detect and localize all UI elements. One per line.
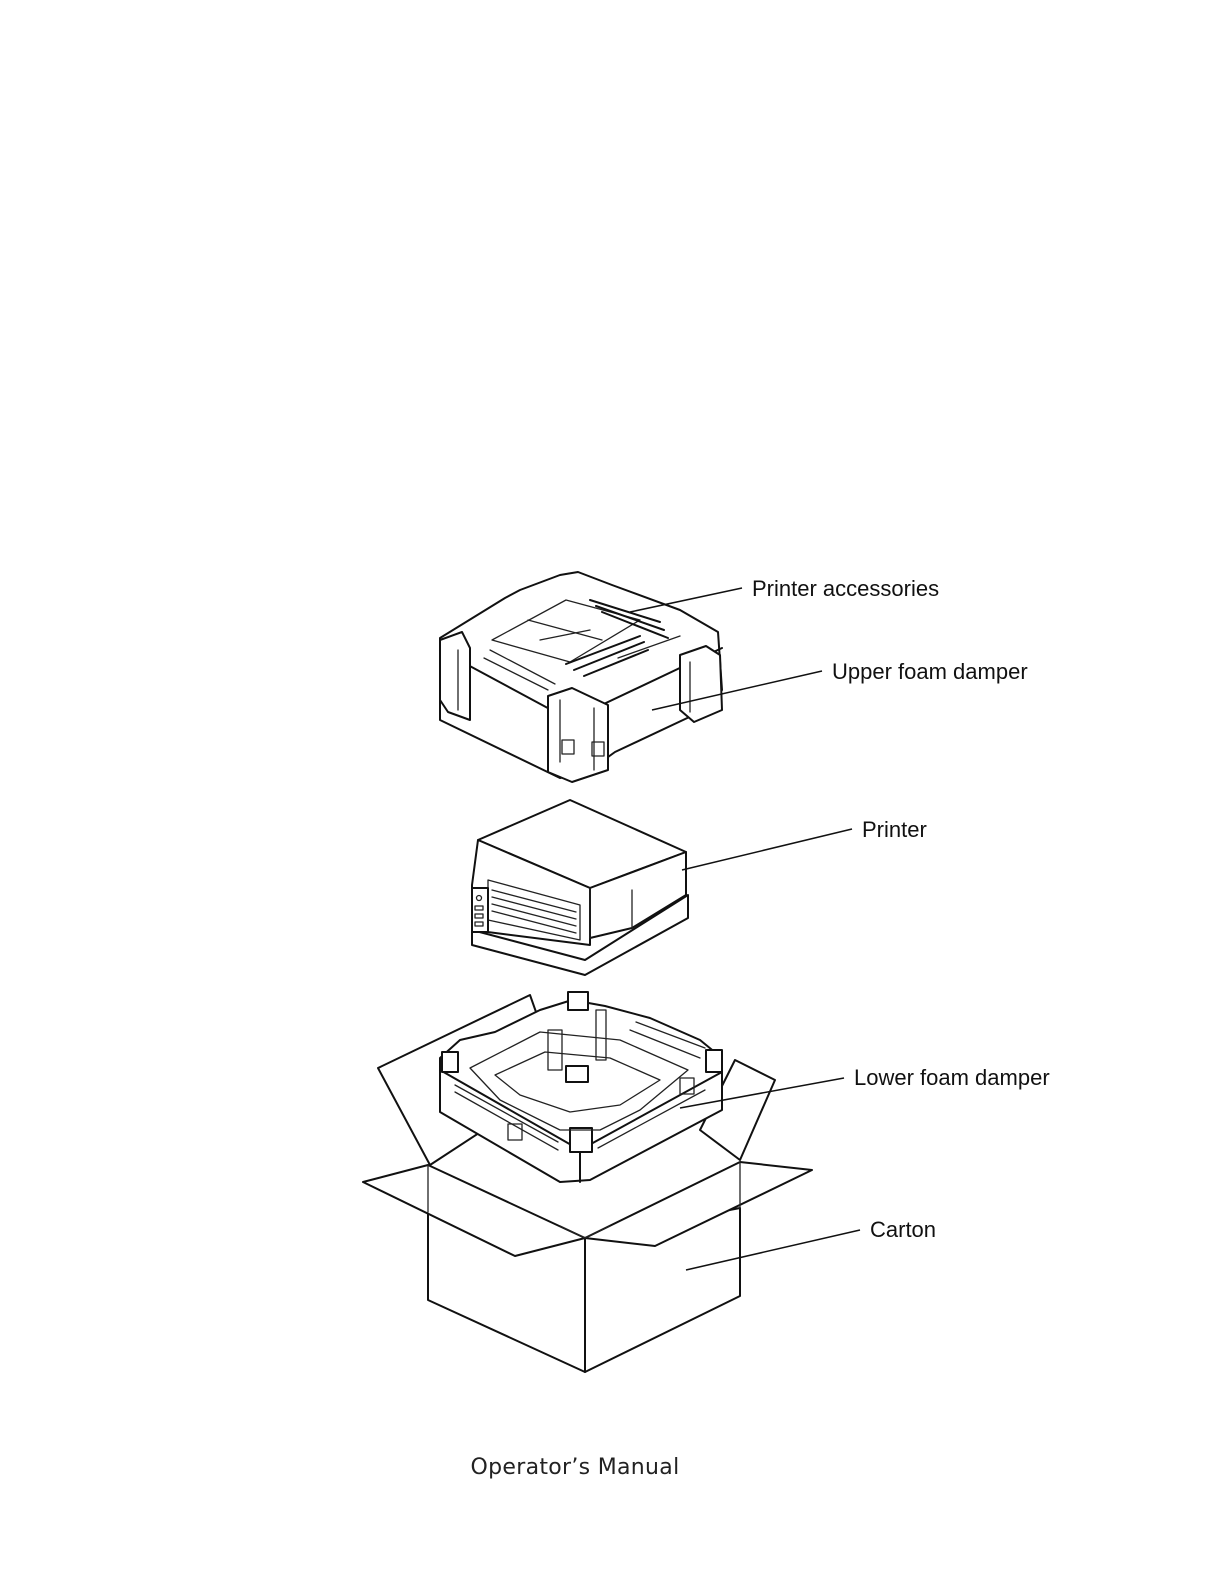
label-printer-accessories: Printer accessories bbox=[752, 576, 939, 601]
label-upper-foam-damper: Upper foam damper bbox=[832, 659, 1028, 684]
upper-foam-damper-illustration bbox=[440, 572, 722, 782]
label-carton: Carton bbox=[870, 1217, 936, 1242]
page-footer: Operator’s Manual bbox=[0, 1455, 1224, 1480]
leader-printer bbox=[682, 829, 852, 870]
printer-illustration bbox=[472, 800, 688, 975]
label-lower-foam-damper: Lower foam damper bbox=[854, 1065, 1050, 1090]
label-printer: Printer bbox=[862, 817, 927, 842]
footer-text: Operator’s Manual bbox=[471, 1455, 680, 1480]
